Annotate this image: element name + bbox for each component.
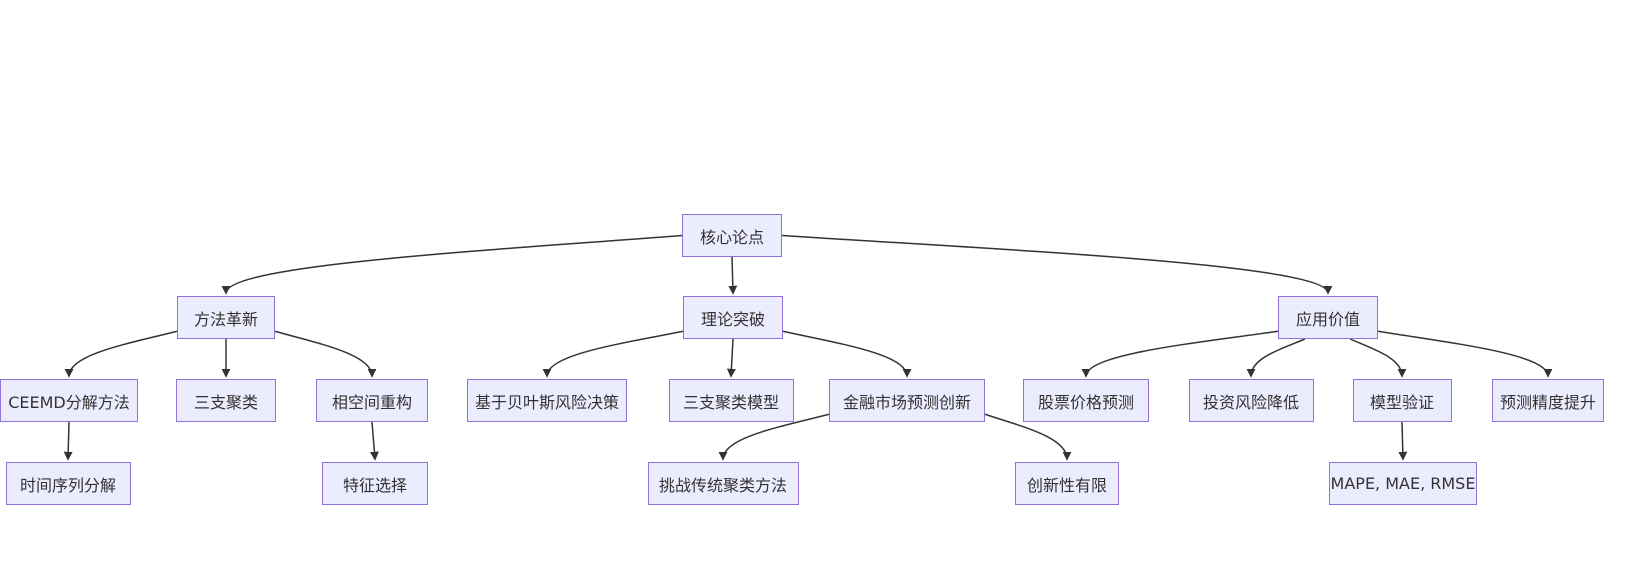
edge-validation-to-metrics [1398, 421, 1408, 461]
node-label: 理论突破 [700, 309, 765, 329]
edge-application-to-validation [1349, 338, 1407, 378]
node-label: 股票价格预测 [1037, 392, 1134, 412]
edge-finance-to-limited [984, 413, 1072, 461]
node-label: 创新性有限 [1026, 475, 1107, 495]
node-metrics: MAPE, MAE, RMSE [1329, 462, 1477, 505]
node-theory: 理论突破 [683, 296, 783, 339]
edge-theory-to-twc-model [726, 338, 736, 378]
edge-core-to-application [781, 234, 1333, 295]
edge-finance-to-challenge [718, 413, 830, 461]
node-label: 三支聚类 [193, 392, 258, 412]
node-risk: 投资风险降低 [1188, 379, 1314, 422]
node-label: 方法革新 [193, 309, 258, 329]
node-bayes: 基于贝叶斯风险决策 [467, 379, 627, 422]
edge-theory-to-finance [782, 330, 912, 378]
node-feature: 特征选择 [322, 462, 428, 505]
node-label: 时间序列分解 [19, 475, 116, 495]
edge-ceemd-to-time-series [63, 421, 73, 461]
node-core: 核心论点 [682, 214, 782, 257]
edge-core-to-method [221, 234, 683, 295]
node-stock: 股票价格预测 [1023, 379, 1149, 422]
node-application: 应用价值 [1278, 296, 1378, 339]
node-label: 投资风险降低 [1202, 392, 1299, 412]
node-label: 特征选择 [342, 475, 407, 495]
node-finance: 金融市场预测创新 [829, 379, 985, 422]
node-limited: 创新性有限 [1015, 462, 1119, 505]
node-label: CEEMD分解方法 [8, 392, 130, 412]
node-label: MAPE, MAE, RMSE [1330, 474, 1476, 493]
edge-application-to-precision [1377, 330, 1553, 378]
node-label: 基于贝叶斯风险决策 [474, 392, 619, 412]
node-label: 金融市场预测创新 [842, 392, 971, 412]
edge-core-to-theory [728, 256, 738, 295]
node-precision: 预测精度提升 [1492, 379, 1604, 422]
edge-method-to-phase-space [274, 330, 377, 378]
edge-application-to-risk [1246, 338, 1306, 378]
node-label: 相空间重构 [331, 392, 412, 412]
node-twc-model: 三支聚类模型 [668, 379, 794, 422]
node-three-way: 三支聚类 [176, 379, 276, 422]
node-time-series: 时间序列分解 [5, 462, 131, 505]
edge-application-to-stock [1081, 330, 1279, 378]
node-label: 核心论点 [699, 227, 764, 247]
node-label: 应用价值 [1295, 309, 1360, 329]
node-validation: 模型验证 [1352, 379, 1452, 422]
edge-theory-to-bayes [542, 330, 684, 378]
node-method: 方法革新 [177, 296, 275, 339]
edge-phase-space-to-feature [369, 421, 379, 461]
node-label: 三支聚类模型 [682, 392, 779, 412]
node-label: 挑战传统聚类方法 [658, 475, 787, 495]
node-label: 模型验证 [1369, 392, 1434, 412]
node-phase-space: 相空间重构 [316, 379, 428, 422]
node-ceemd: CEEMD分解方法 [0, 379, 138, 422]
node-challenge: 挑战传统聚类方法 [647, 462, 799, 505]
edge-method-to-ceemd [64, 330, 178, 378]
edge-group [63, 234, 1553, 461]
node-label: 预测精度提升 [1499, 392, 1596, 412]
